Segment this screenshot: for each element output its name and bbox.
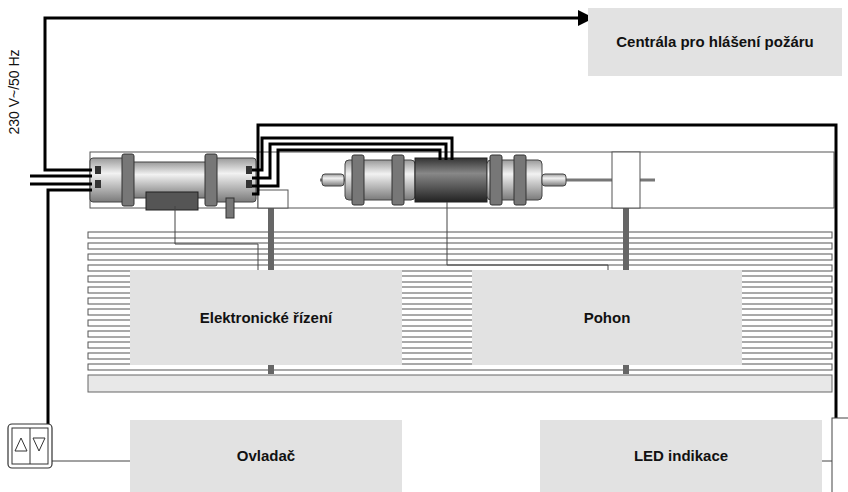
head-rail — [90, 152, 834, 208]
node-text: LED indikace — [634, 446, 728, 466]
node-text: Pohon — [584, 308, 631, 328]
node-text: Ovladač — [237, 446, 295, 466]
bottom-rail — [88, 375, 832, 392]
control-unit — [90, 154, 256, 218]
label-box: Elektronické řízení — [130, 270, 402, 365]
drive-motor — [322, 155, 566, 205]
node-text: Centrála pro hlášení požáru — [616, 32, 814, 52]
label-box: Ovladač — [130, 420, 402, 492]
blind-slats — [88, 232, 832, 370]
node-text: Elektronické řízení — [200, 308, 333, 328]
label-box: Pohon — [472, 270, 742, 365]
switch-symbol — [8, 424, 52, 468]
alarm-panel-box: Centrála pro hlášení požáru — [588, 8, 842, 76]
voltage-label: 230 V~/50 Hz — [6, 49, 22, 134]
label-box: LED indikace — [540, 420, 822, 492]
wires — [30, 18, 836, 424]
led-indicator — [832, 418, 848, 492]
